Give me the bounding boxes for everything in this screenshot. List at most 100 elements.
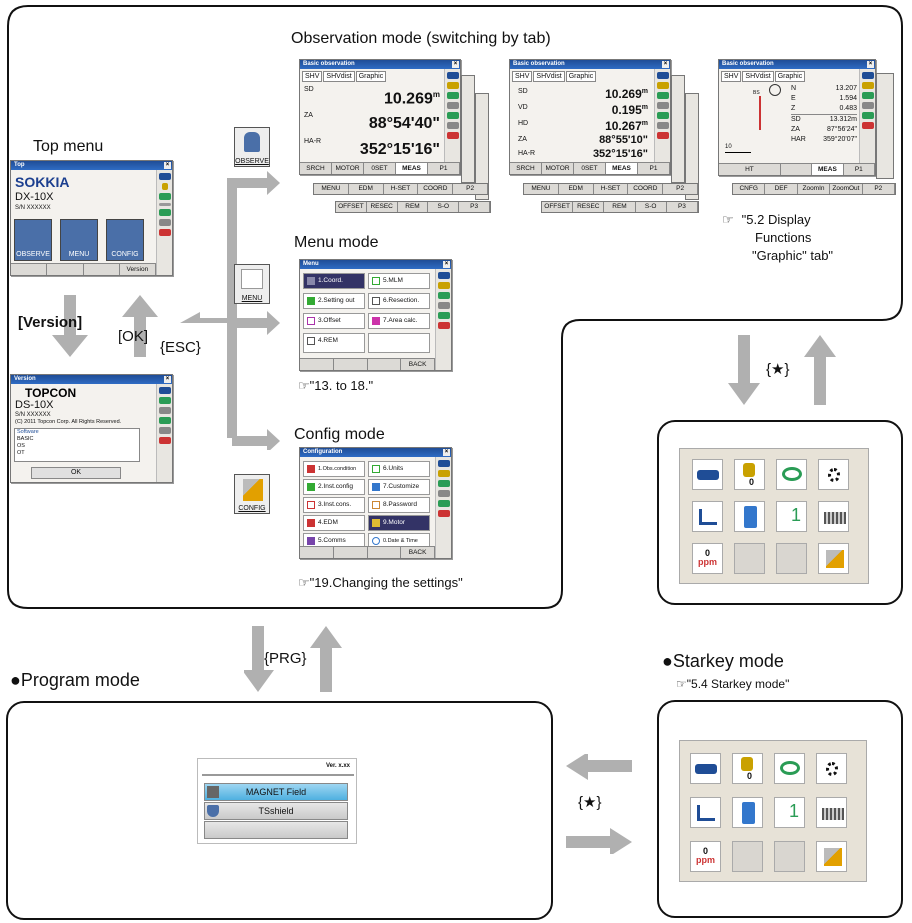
close-icon[interactable]: × — [452, 61, 459, 68]
menu-softkey[interactable]: MENU — [314, 184, 349, 194]
meas-softkey[interactable]: MEAS — [396, 163, 428, 174]
coord-softkey[interactable]: COORD — [418, 184, 454, 194]
battery-key[interactable] — [690, 753, 721, 784]
srch-softkey[interactable]: SRCH — [510, 163, 542, 174]
config-item-inst-config[interactable]: 2.Inst.config — [303, 479, 365, 495]
back-softkey[interactable]: BACK — [401, 359, 435, 370]
0set-softkey[interactable]: 0SET — [574, 163, 606, 174]
edm-softkey[interactable]: EDM — [559, 184, 594, 194]
tilt-key[interactable] — [692, 501, 723, 532]
observe-mode-icon[interactable]: OBSERVE — [234, 127, 270, 167]
so-softkey[interactable]: S-O — [428, 202, 460, 212]
so-softkey[interactable]: S-O — [636, 202, 667, 212]
zoomout-softkey[interactable]: ZoomOut — [830, 184, 863, 194]
close-icon[interactable]: × — [164, 376, 171, 383]
motor-softkey[interactable]: MOTOR — [332, 163, 364, 174]
menu-item-coord[interactable]: 1.Coord. — [303, 273, 365, 289]
p1-softkey[interactable]: P1 — [844, 164, 875, 175]
zoomin-softkey[interactable]: ZoomIn — [798, 184, 831, 194]
motor-softkey[interactable]: MOTOR — [542, 163, 574, 174]
config-button[interactable]: CONFIG — [106, 219, 144, 261]
resec-softkey[interactable]: RESEC — [367, 202, 398, 212]
volume-key[interactable]: 0 — [732, 753, 763, 784]
instrument-key[interactable] — [732, 797, 763, 828]
menu-item-resection[interactable]: 6.Resection. — [368, 293, 430, 309]
hset-softkey[interactable]: H-SET — [384, 184, 419, 194]
config-item-customize[interactable]: 7.Customize — [368, 479, 430, 495]
laser-key[interactable] — [816, 753, 847, 784]
close-icon[interactable]: × — [164, 162, 171, 169]
close-icon[interactable]: × — [867, 61, 874, 68]
p3-softkey[interactable]: P3 — [459, 202, 490, 212]
resec-softkey[interactable]: RESEC — [573, 202, 605, 212]
menu-item-setting-out[interactable]: 2.Setting out — [303, 293, 365, 309]
tab-shvdist[interactable]: SHVdist — [742, 71, 774, 82]
target-key[interactable] — [774, 753, 805, 784]
rem-softkey[interactable]: REM — [398, 202, 429, 212]
config-item-date-time[interactable]: 0.Date & Time — [368, 533, 430, 549]
target-key[interactable] — [776, 459, 807, 490]
p3-softkey[interactable]: P3 — [667, 202, 699, 212]
menu-item-offset[interactable]: 3.Offset — [303, 313, 365, 329]
config-item-inst-cons[interactable]: 3.Inst.cons. — [303, 497, 365, 513]
empty-key[interactable] — [774, 841, 805, 872]
close-icon[interactable]: × — [443, 261, 450, 268]
p1-softkey[interactable]: P1 — [638, 163, 670, 174]
blank-softkey[interactable] — [781, 164, 813, 175]
close-icon[interactable]: × — [662, 61, 669, 68]
one-key[interactable]: 1 — [774, 797, 805, 828]
config-item-password[interactable]: 8.Password — [368, 497, 430, 513]
config-key[interactable] — [818, 543, 849, 574]
p2-softkey[interactable]: P2 — [663, 184, 698, 194]
tab-graphic[interactable]: Graphic — [774, 71, 806, 82]
coord-softkey[interactable]: COORD — [628, 184, 664, 194]
reticle-key[interactable] — [816, 797, 847, 828]
config-item-units[interactable]: 6.Units — [368, 461, 430, 477]
back-softkey[interactable]: BACK — [401, 547, 435, 558]
menu-mode-icon[interactable]: MENU — [234, 264, 270, 304]
meas-softkey[interactable]: MEAS — [606, 163, 638, 174]
tab-shv[interactable]: SHV — [302, 71, 323, 82]
ok-button[interactable]: OK — [31, 467, 121, 479]
tab-shvdist[interactable]: SHVdist — [533, 71, 565, 82]
one-key[interactable]: 1 — [776, 501, 807, 532]
cnfg-softkey[interactable]: CNFG — [733, 184, 766, 194]
def-softkey[interactable]: DEF — [765, 184, 798, 194]
empty-key[interactable] — [734, 543, 765, 574]
empty-key[interactable] — [776, 543, 807, 574]
tilt-key[interactable] — [690, 797, 721, 828]
program-item-tsshield[interactable]: TSshield — [204, 802, 348, 820]
menu-item-mlm[interactable]: 5.MLM — [368, 273, 430, 289]
menu-item-rem[interactable]: 4.REM — [303, 333, 365, 353]
volume-key[interactable]: 0 — [734, 459, 765, 490]
reticle-key[interactable] — [818, 501, 849, 532]
menu-button[interactable]: MENU — [60, 219, 98, 261]
tab-shv[interactable]: SHV — [512, 71, 533, 82]
instrument-key[interactable] — [734, 501, 765, 532]
config-mode-icon[interactable]: CONFIG — [234, 474, 270, 514]
tab-shvdist[interactable]: SHVdist — [323, 71, 355, 82]
rem-softkey[interactable]: REM — [604, 202, 636, 212]
close-icon[interactable]: × — [443, 449, 450, 456]
ht-softkey[interactable]: HT — [719, 164, 781, 175]
offset-softkey[interactable]: OFFSET — [542, 202, 574, 212]
program-item-empty[interactable] — [204, 821, 348, 839]
config-item-motor[interactable]: 9.Motor — [368, 515, 430, 531]
observe-button[interactable]: OBSERVE — [14, 219, 52, 261]
config-key[interactable] — [816, 841, 847, 872]
menu-item-area-calc[interactable]: 7.Area calc. — [368, 313, 430, 329]
meas-softkey[interactable]: MEAS — [812, 164, 844, 175]
p1-softkey[interactable]: P1 — [428, 163, 460, 174]
p2-softkey[interactable]: P2 — [863, 184, 896, 194]
p2-softkey[interactable]: P2 — [453, 184, 488, 194]
edm-softkey[interactable]: EDM — [349, 184, 384, 194]
battery-key[interactable] — [692, 459, 723, 490]
srch-softkey[interactable]: SRCH — [300, 163, 332, 174]
offset-softkey[interactable]: OFFSET — [336, 202, 367, 212]
version-softkey[interactable]: Version — [120, 264, 156, 275]
tab-graphic[interactable]: Graphic — [565, 71, 597, 82]
hset-softkey[interactable]: H-SET — [594, 184, 629, 194]
tab-graphic[interactable]: Graphic — [355, 71, 387, 82]
